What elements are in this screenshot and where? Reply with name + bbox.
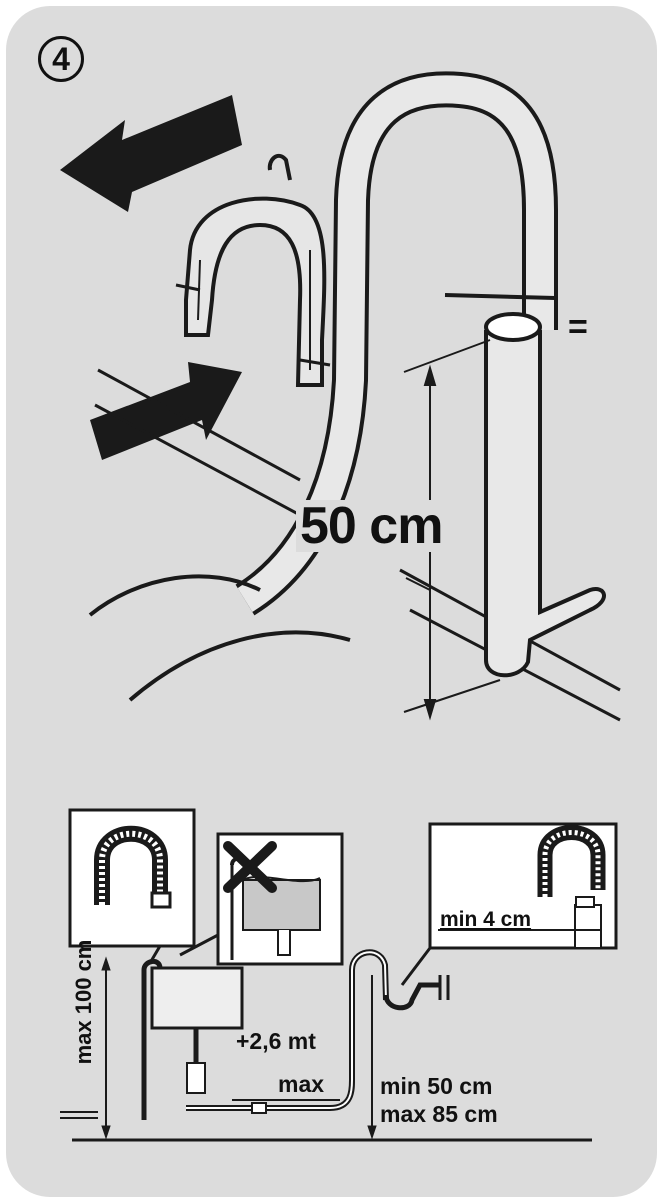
arrow-left-icon (60, 95, 242, 212)
installation-scheme (60, 949, 592, 1142)
arrow-right-icon (90, 362, 242, 460)
inset-clearance (400, 822, 618, 986)
inset-hose-end (68, 808, 196, 964)
inset-not-allowed (179, 832, 344, 966)
hose-extension-max-label: max (278, 1071, 325, 1097)
hose-extension-label: +2,6 mt (236, 1028, 316, 1054)
standpipe-height-label: 50 cm (296, 500, 447, 552)
hose-guide-clip (175, 153, 331, 387)
height-min-label: min 50 cm (380, 1073, 493, 1099)
min-clearance-label: min 4 cm (440, 908, 532, 931)
step-number-badge: 4 (38, 36, 84, 82)
cross-icon (223, 841, 277, 893)
height-max-label: max 85 cm (380, 1101, 498, 1127)
height-max-100-label: max 100 cm (71, 939, 96, 1065)
equal-sign-label: = (568, 308, 588, 346)
standpipe (484, 312, 606, 678)
